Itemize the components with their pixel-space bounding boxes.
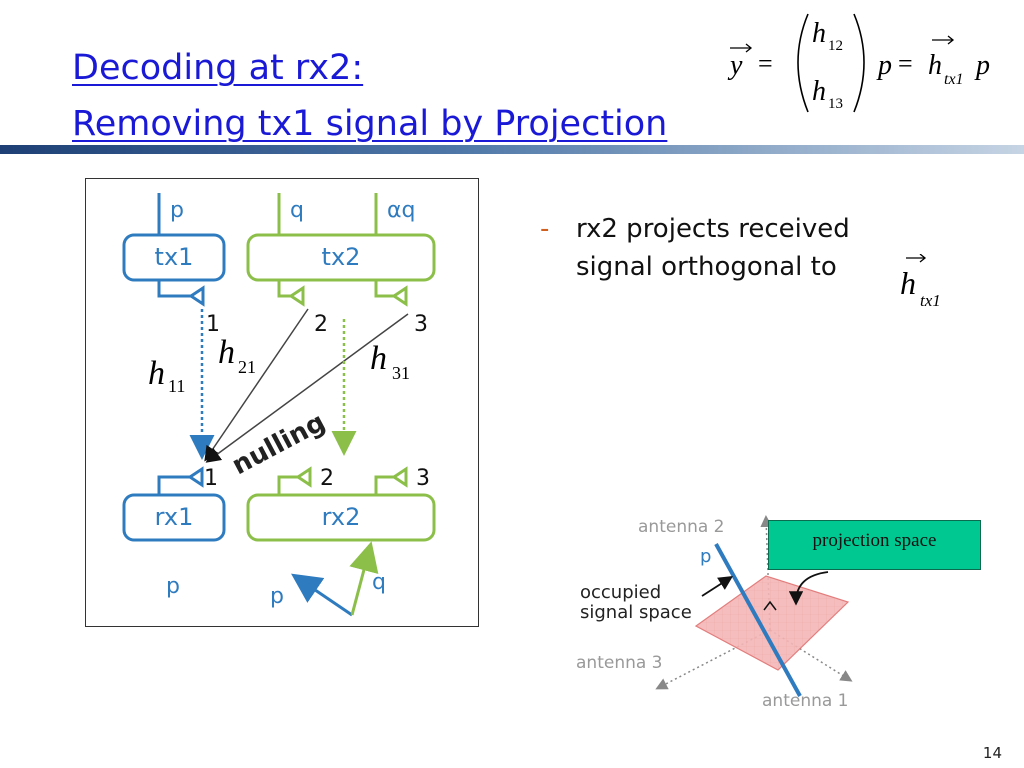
input-aq: αq xyxy=(387,198,415,223)
input-p: p xyxy=(170,198,184,223)
tx2-antenna-1-icon xyxy=(277,280,305,307)
bullet-vector-sub: tx1 xyxy=(920,291,941,310)
matrix-top-sub: 12 xyxy=(828,38,843,54)
h-tx1-vector: h tx1 xyxy=(900,254,941,310)
tx2-box xyxy=(246,233,436,282)
bullet-line-2: signal orthogonal to xyxy=(576,252,837,282)
title-line-2: Removing tx1 signal by Projection xyxy=(72,104,668,144)
tx-ant3-number: 3 xyxy=(414,312,428,337)
h21-base: h xyxy=(218,334,235,371)
vector-q-arrow xyxy=(349,541,379,616)
channel-h31-arrow xyxy=(205,313,409,463)
title-line-1: Decoding at rx2: xyxy=(72,48,364,88)
antenna3-label: antenna 3 xyxy=(576,653,663,673)
rx-ant2-number: 2 xyxy=(320,466,334,491)
bullet-text: rx2 projects received signal orthogonal … xyxy=(576,210,850,286)
projection-space-label: projection space xyxy=(768,520,981,570)
antenna2-axis xyxy=(760,515,773,631)
bullet-vector-base: h xyxy=(900,265,916,301)
p-signal-line xyxy=(714,543,802,697)
tx1-label: tx1 xyxy=(155,243,194,271)
orthogonal-mark xyxy=(763,600,777,611)
channel-h21-arrow xyxy=(204,308,309,462)
right-paren xyxy=(853,13,865,113)
rx1-antenna-icon xyxy=(157,466,204,495)
rx1-box xyxy=(122,493,226,542)
mimo-diagram-svg: p q αq tx1 tx2 1 2 3 h 11 xyxy=(122,193,436,617)
eq-lhs: y xyxy=(727,50,743,81)
h11-sub: 11 xyxy=(168,376,185,396)
rx2-antenna-1-icon xyxy=(277,466,312,495)
eq-rhs-base: h xyxy=(928,50,942,81)
antenna2-label: antenna 2 xyxy=(638,517,725,537)
rx1-label: rx1 xyxy=(155,503,194,531)
matrix-top-base: h xyxy=(812,18,826,49)
h31-sub: 31 xyxy=(392,363,410,383)
eq-p1: p xyxy=(876,50,892,81)
nulling-label: nulling xyxy=(227,407,330,481)
eq-equals-1: = xyxy=(758,49,773,78)
matrix-bottom-base: h xyxy=(812,76,826,107)
rx1-output-p: p xyxy=(166,574,180,599)
bullet-dash: - xyxy=(540,214,550,244)
channel-equation: y = h 12 h 13 p = h tx1 p xyxy=(727,13,990,113)
vector-p-arrow xyxy=(291,573,353,617)
mimo-diagram: p q αq tx1 tx2 1 2 3 h 11 xyxy=(85,178,479,627)
eq-rhs-sub: tx1 xyxy=(944,71,964,88)
title-divider xyxy=(0,145,1024,154)
page-number: 14 xyxy=(982,744,1002,762)
rx2-antenna-2-icon xyxy=(374,466,408,495)
projection-figure: antenna 2 p occupied signal space antenn… xyxy=(576,515,853,711)
rx-ant3-number: 3 xyxy=(416,466,430,491)
tx2-label: tx2 xyxy=(322,243,361,271)
h31-base: h xyxy=(370,340,387,377)
occupied-label-2: signal space xyxy=(580,602,692,623)
projection-pointer-arrow xyxy=(788,571,829,606)
rx2-label: rx2 xyxy=(322,503,361,531)
tx1-box xyxy=(122,233,226,282)
rx-ant1-number: 1 xyxy=(204,466,218,491)
occupied-pointer-arrow xyxy=(701,576,734,597)
h11-base: h xyxy=(148,355,165,392)
eq-equals-2: = xyxy=(898,49,913,78)
input-q: q xyxy=(290,198,304,223)
vector-p-label: p xyxy=(270,584,284,609)
eq-p2: p xyxy=(974,50,990,81)
matrix-bottom-sub: 13 xyxy=(828,96,843,112)
occupied-label-1: occupied xyxy=(580,582,661,603)
p-line-label: p xyxy=(700,546,711,567)
vector-q-label: q xyxy=(372,570,386,595)
bullet-line-1: rx2 projects received xyxy=(576,214,850,244)
h21-sub: 21 xyxy=(238,357,256,377)
tx-ant1-number: 1 xyxy=(206,312,220,337)
tx-ant2-number: 2 xyxy=(314,312,328,337)
antenna1-label: antenna 1 xyxy=(762,691,849,711)
tx2-antenna-2-icon xyxy=(374,280,408,307)
rx2-box xyxy=(246,493,436,542)
tx1-antenna-icon xyxy=(157,280,205,307)
left-paren xyxy=(797,13,809,113)
slide-title: Decoding at rx2: Removing tx1 signal by … xyxy=(72,40,667,152)
